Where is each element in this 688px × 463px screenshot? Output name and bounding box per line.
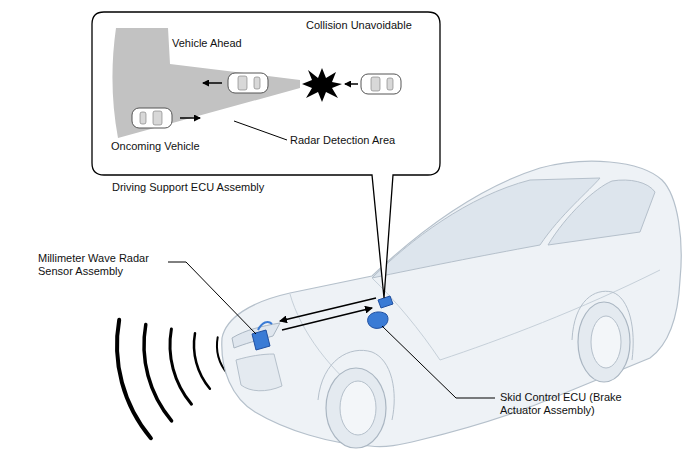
components	[252, 296, 393, 350]
skid-control-ecu	[368, 312, 388, 328]
radar-wave	[117, 320, 151, 438]
collision-burst	[302, 68, 342, 102]
car-window	[153, 111, 162, 125]
part-name: Skid Control ECU (Brake Actuator Assembl…	[500, 391, 650, 417]
radar-wave	[194, 333, 210, 389]
leader-line	[168, 262, 256, 334]
callout-bubble: Collision UnavoidableVehicle AheadRadar …	[92, 12, 440, 175]
car-outline	[222, 161, 681, 446]
leader-line	[234, 121, 287, 140]
radar-wave	[170, 329, 192, 404]
car-body	[222, 161, 681, 448]
scene-label: Collision Unavoidable	[306, 19, 412, 32]
front-wheel	[326, 368, 386, 448]
radar-wave	[144, 325, 172, 421]
front-wheel-rim	[340, 381, 376, 435]
driving-support-ecu	[378, 296, 393, 308]
side-window	[548, 180, 655, 245]
scene-label: Radar Detection Area	[290, 134, 395, 147]
motion-arrow	[345, 83, 358, 85]
radar-bracket	[258, 322, 272, 330]
part-name: Driving Support ECU Assembly	[112, 181, 332, 194]
signal-arrows	[280, 298, 376, 330]
car-window	[387, 78, 393, 90]
vehicle-ahead	[228, 73, 268, 93]
scene-label: Oncoming Vehicle	[111, 140, 200, 153]
motion-arrow	[203, 82, 222, 84]
motion-arrow	[180, 117, 200, 119]
rear-wheel	[578, 302, 630, 382]
car-top	[132, 108, 172, 128]
car-window	[371, 77, 380, 91]
leader-lines	[168, 262, 495, 398]
car-window	[238, 76, 247, 90]
car-top	[228, 73, 268, 93]
car-window	[140, 112, 146, 124]
leader-line	[382, 326, 495, 398]
signal-arrow	[280, 298, 376, 321]
scene-label: Vehicle Ahead	[172, 37, 242, 50]
rear-wheel-rim	[591, 316, 621, 368]
radar-detection-area	[112, 28, 300, 138]
signal-arrow	[282, 308, 372, 330]
grille	[236, 354, 282, 391]
oncoming-vehicle	[132, 108, 172, 128]
car-top	[361, 74, 401, 94]
following-vehicle	[361, 74, 401, 94]
car-window	[254, 77, 260, 89]
part-name: Millimeter Wave Radar Sensor Assembly	[38, 252, 166, 278]
